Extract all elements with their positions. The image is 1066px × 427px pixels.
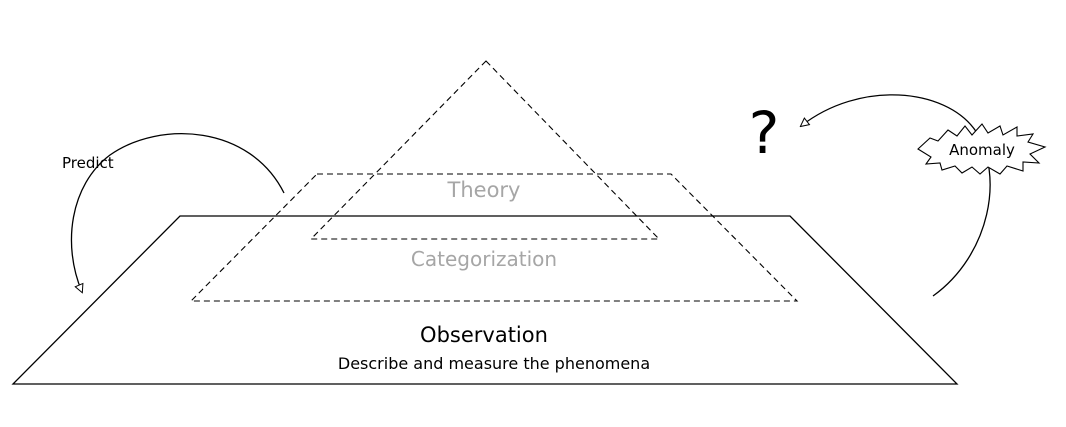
categorization-label: Categorization [411, 247, 557, 271]
anomaly-burst-shape [917, 123, 1047, 175]
observation-label: Observation [420, 323, 548, 347]
predict-arrow [70, 133, 285, 292]
anomaly-arrow [801, 94, 991, 297]
predict-label: Predict [62, 154, 114, 172]
question-mark: ? [749, 99, 780, 167]
categorization-level-shape [189, 173, 799, 302]
observation-subtitle: Describe and measure the phenomena [338, 354, 650, 373]
theory-label: Theory [447, 178, 521, 202]
anomaly-label: Anomaly [949, 141, 1015, 159]
observation-level-shape [11, 215, 959, 385]
theory-level-shape [309, 60, 661, 240]
